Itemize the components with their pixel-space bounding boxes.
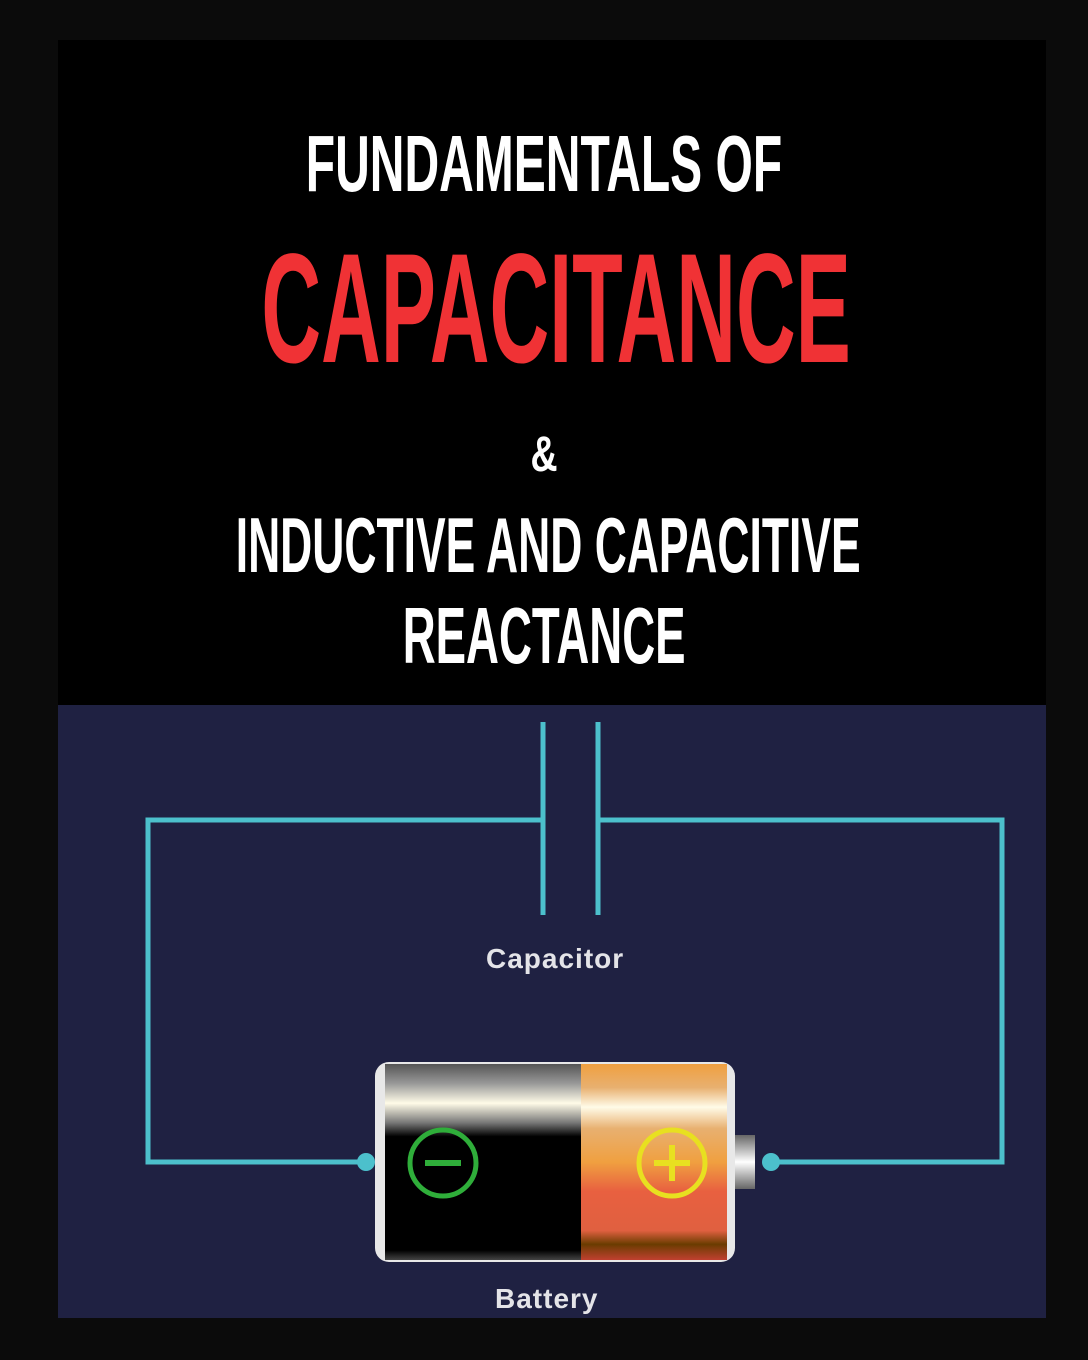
subtitle-line-2: REACTANCE — [402, 591, 686, 680]
battery-label: Battery — [495, 1283, 599, 1314]
terminal-dot-positive — [762, 1153, 780, 1171]
plus-icon — [636, 1127, 708, 1199]
minus-icon — [407, 1127, 479, 1199]
circuit-diagram: Capacitor Battery — [58, 705, 1046, 1318]
title-main: CAPACITANCE — [261, 222, 851, 396]
battery-icon — [375, 1062, 755, 1262]
cover-title-area — [58, 40, 1046, 705]
subtitle-line-1: INDUCTIVE AND CAPACITIVE — [235, 501, 861, 589]
terminal-dot-negative — [357, 1153, 375, 1171]
capacitor-label: Capacitor — [486, 943, 625, 974]
title-ampersand: & — [530, 426, 558, 482]
title-line-1: FUNDAMENTALS OF — [305, 119, 783, 208]
wire — [145, 722, 1005, 1165]
